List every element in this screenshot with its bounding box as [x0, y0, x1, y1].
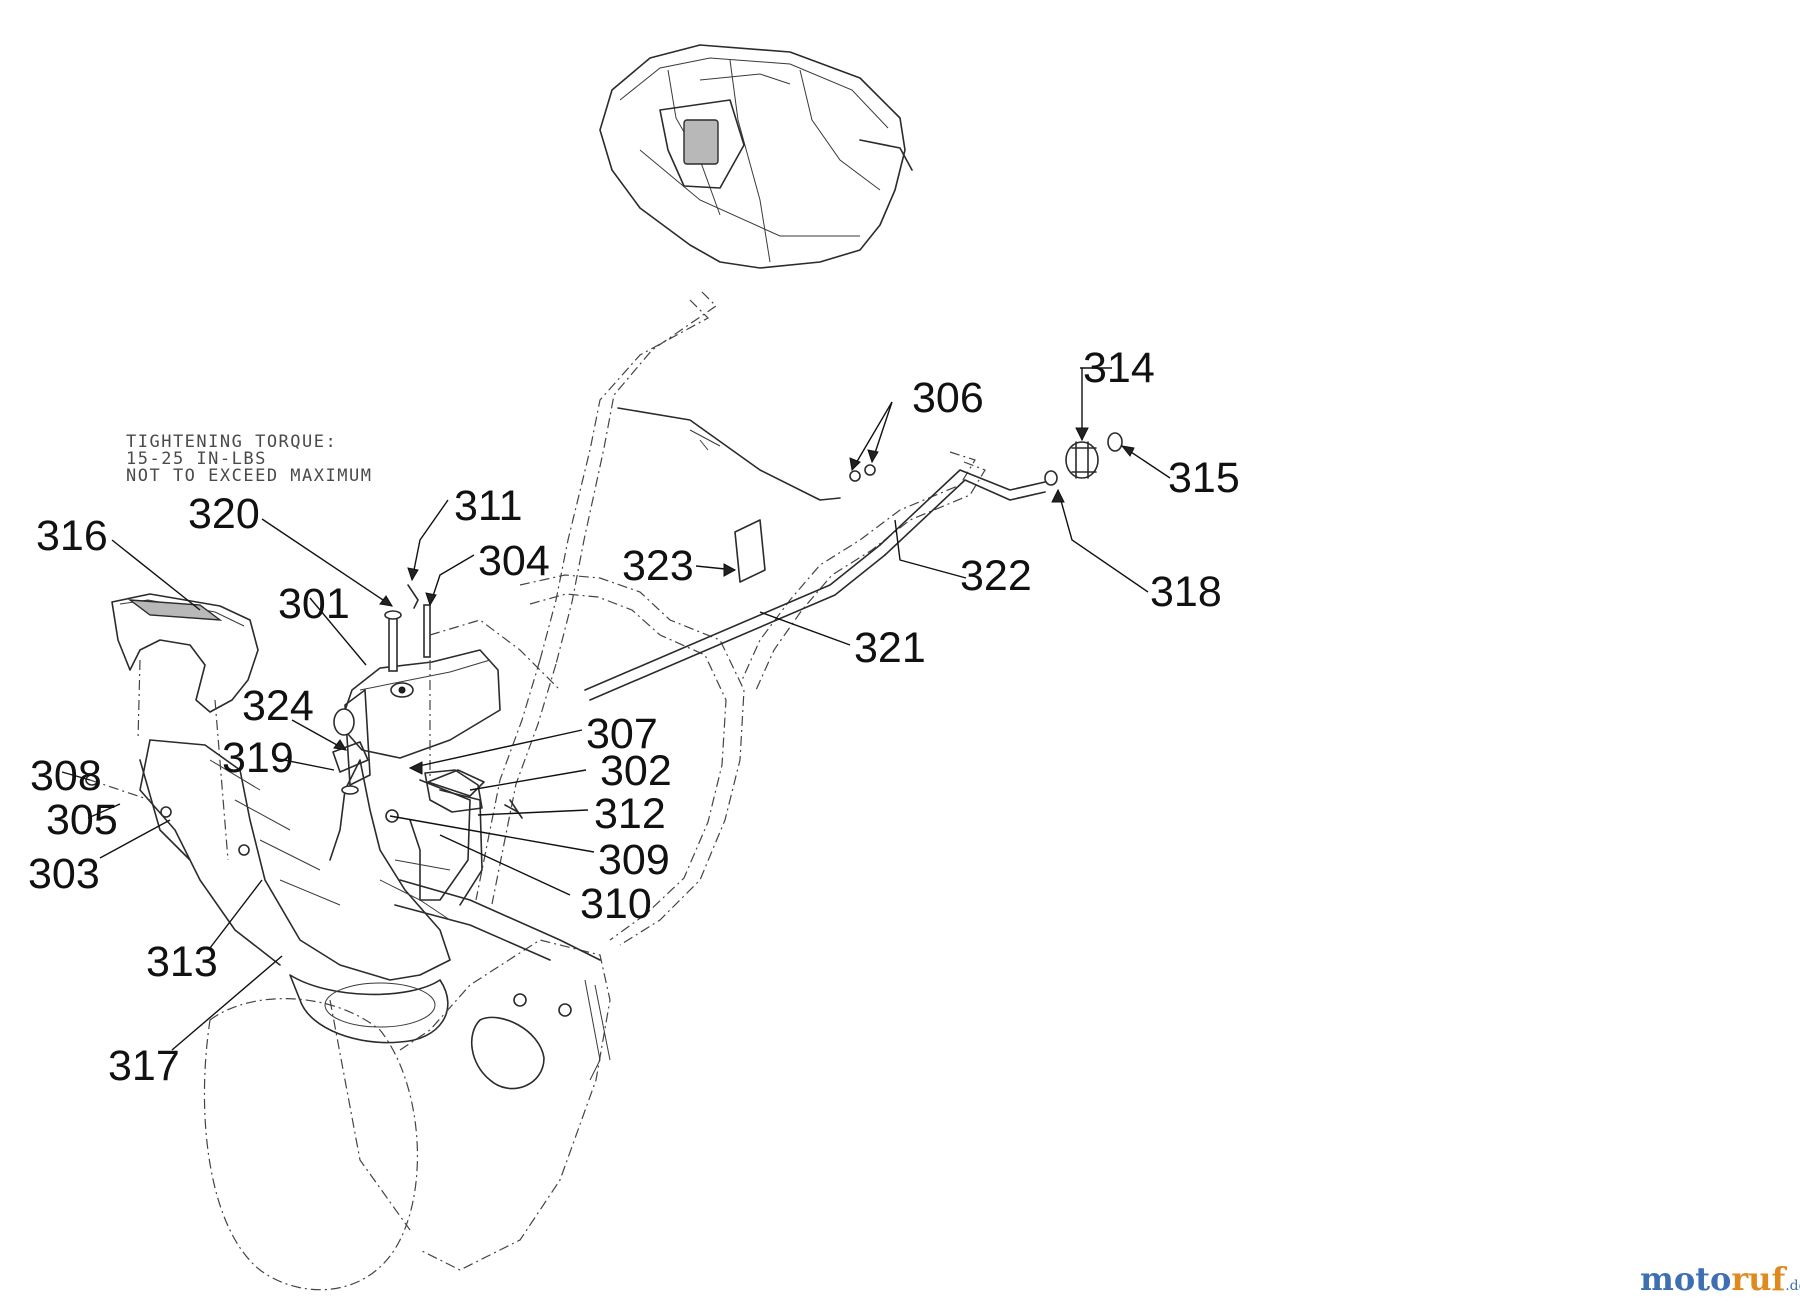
- shift-rod-drawing: [584, 407, 1046, 701]
- part-label-307: 307: [586, 710, 658, 758]
- part-label-311: 311: [454, 482, 523, 530]
- part-label-324: 324: [242, 682, 314, 730]
- part-label-305: 305: [46, 796, 118, 844]
- part-label-308: 308: [30, 752, 102, 800]
- part-label-321: 321: [854, 624, 926, 672]
- part-label-319: 319: [222, 734, 294, 782]
- note-line-2: 15-25 IN-LBS: [126, 449, 267, 469]
- chute-bracket-drawing: [344, 689, 483, 921]
- part-label-304: 304: [478, 537, 550, 585]
- chute-gear-cover-drawing: [333, 649, 501, 759]
- handle-drawing: [475, 291, 986, 946]
- alignment-lines: [89, 619, 561, 861]
- part-label-303: 303: [28, 850, 100, 898]
- part-label-310: 310: [580, 880, 652, 928]
- note-line-3: NOT TO EXCEED MAXIMUM: [126, 466, 372, 486]
- arrowheads: [333, 427, 1135, 775]
- part-label-316: 316: [36, 512, 108, 560]
- part-label-323: 323: [622, 542, 694, 590]
- part-label-306: 306: [912, 374, 984, 422]
- watermark-part2: ruf: [1731, 1260, 1787, 1298]
- engine-cover-drawing: [599, 44, 913, 269]
- part-label-322: 322: [960, 552, 1032, 600]
- part-label-312: 312: [594, 790, 666, 838]
- leader-lines: [61, 367, 1171, 1051]
- part-label-313: 313: [146, 938, 218, 986]
- part-label-317: 317: [108, 1042, 180, 1090]
- note-line-1: TIGHTENING TORQUE:: [126, 432, 337, 452]
- part-label-318: 318: [1150, 568, 1222, 616]
- watermark-part1: moto: [1640, 1260, 1731, 1298]
- chute-deflector-drawing: [111, 593, 259, 713]
- part-label-314: 314: [1083, 344, 1155, 392]
- watermark-suffix: .de: [1785, 1278, 1800, 1294]
- part-labels: 314 306 315 318 322 323 321 311 304 320 …: [28, 344, 1240, 1090]
- part-label-315: 315: [1168, 454, 1240, 502]
- part-label-302: 302: [600, 747, 672, 795]
- watermark-text: motoruf.de: [1640, 1260, 1800, 1298]
- hardware-drawing: [85, 584, 523, 856]
- part-label-309: 309: [598, 836, 670, 884]
- housing-drawing: [203, 879, 611, 1291]
- part-label-320: 320: [188, 490, 260, 538]
- torque-note: TIGHTENING TORQUE: 15-25 IN-LBS NOT TO E…: [126, 432, 372, 486]
- watermark-logo: motoruf.de: [1640, 1260, 1800, 1298]
- part-label-301: 301: [278, 580, 350, 628]
- shift-knob-drawing: [1044, 432, 1123, 486]
